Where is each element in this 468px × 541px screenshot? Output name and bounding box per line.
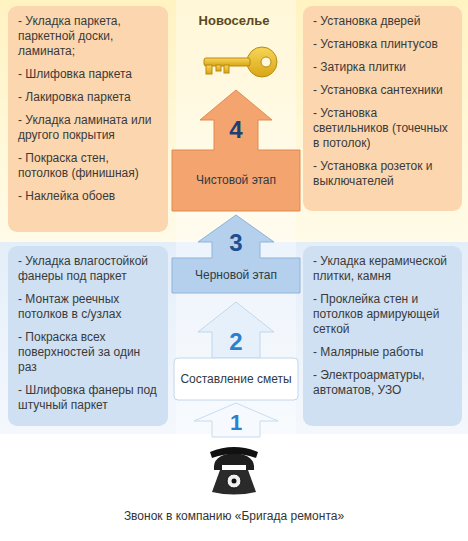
- diagram-title: Новоселье: [150, 13, 318, 28]
- step-number: 2: [172, 330, 300, 354]
- step-label: Черновой этап: [195, 268, 277, 282]
- task-item: - Укладка паркета, паркетной доски, лами…: [18, 14, 160, 59]
- step-arrow: 1: [180, 402, 292, 438]
- arrow-shape: [170, 88, 302, 213]
- task-item: - Монтаж реечных потолков в с/узлах: [18, 292, 160, 322]
- task-item: - Электроарматуры, автоматов, УЗО: [313, 368, 454, 398]
- step-arrow: 2Составление сметы: [172, 300, 300, 402]
- step-number: 3: [170, 231, 302, 255]
- task-item: - Укладка керамической плитки, камня: [313, 254, 454, 284]
- arrow-outline: [172, 90, 300, 211]
- step-label-area: Чистовой этап: [170, 150, 302, 211]
- task-item: - Покраска стен, потолков (финишная): [18, 151, 160, 181]
- task-item: - Укладка влагостойкой фанеры под паркет: [18, 254, 160, 284]
- task-item: - Установка плинтусов: [313, 37, 454, 52]
- task-item: - Наклейка обоев: [18, 189, 160, 204]
- task-item: - Затирка плитки: [313, 60, 454, 75]
- task-item: - Шлифовка фанеры под штучный паркет: [18, 383, 160, 413]
- task-item: - Малярные работы: [313, 345, 454, 360]
- task-item: - Покраска всех поверхностей за один раз: [18, 330, 160, 375]
- step-arrow: 4Чистовой этап: [170, 88, 302, 213]
- step-label: Чистовой этап: [196, 173, 276, 187]
- step-label-area: Черновой этап: [170, 258, 302, 293]
- task-list-box: - Укладка керамической плитки, камня - Пр…: [303, 246, 462, 426]
- task-list-box: - Укладка паркета, паркетной доски, лами…: [8, 6, 168, 232]
- step-label-area: Составление сметы: [172, 358, 300, 400]
- step-number: 4: [170, 118, 302, 142]
- task-item: - Шлифовка паркета: [18, 67, 160, 82]
- estimate-box: [174, 358, 298, 400]
- task-item: - Проклейка стен и потолков армирующей с…: [313, 292, 454, 337]
- task-item: - Укладка ламината или другого покрытия: [18, 113, 160, 143]
- task-list-box: - Укладка влагостойкой фанеры под паркет…: [8, 246, 168, 426]
- step-arrow: 3Черновой этап: [170, 214, 302, 294]
- task-item: - Лакировка паркета: [18, 90, 160, 105]
- footer-caption: Звонок в компанию «Бригада ремонта»: [4, 509, 464, 523]
- phone-icon: [210, 447, 258, 495]
- step-label: Составление сметы: [180, 372, 291, 386]
- task-item: - Установка дверей: [313, 14, 454, 29]
- key-icon: [204, 47, 277, 77]
- task-item: - Установка сантехники: [313, 83, 454, 98]
- task-item: - Установка розеток и выключателей: [313, 159, 454, 189]
- task-item: - Установка светильников (точечных в пот…: [313, 106, 454, 151]
- task-list-box: - Установка дверей - Установка плинтусов -…: [303, 6, 462, 211]
- step-number: 1: [180, 412, 292, 434]
